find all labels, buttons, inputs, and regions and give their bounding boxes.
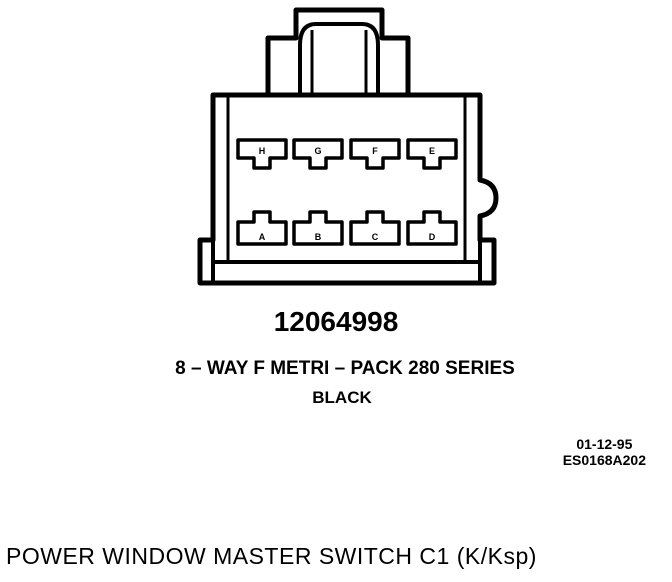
pin-label-d: D	[429, 232, 436, 242]
connector-latch	[265, 7, 411, 95]
pin-cavity-f	[349, 138, 401, 170]
connector-housing	[197, 92, 499, 286]
connector-series: 8 – WAY F METRI – PACK 280 SERIES	[175, 358, 515, 379]
pin-cavity-d	[406, 210, 458, 246]
pin-label-g: G	[314, 146, 321, 156]
connector-color: BLACK	[312, 388, 372, 407]
date-code-date: 01-12-95	[576, 436, 633, 452]
pin-cavity-c	[349, 210, 401, 246]
pin-label-a: A	[259, 232, 266, 242]
date-code: 01-12-95 ES0168A202	[563, 436, 646, 468]
part-number: 12064998	[273, 306, 399, 337]
pin-label-b: B	[315, 232, 322, 242]
date-code-ref: ES0168A202	[562, 452, 646, 468]
pin-label-e: E	[429, 146, 435, 156]
connector-diagram: H G F E A B C D	[197, 7, 499, 286]
pin-cavity-h	[236, 138, 288, 170]
pin-label-c: C	[372, 232, 379, 242]
pin-cavity-a	[236, 210, 288, 246]
pin-cavity-e	[406, 138, 458, 170]
pin-label-h: H	[259, 146, 266, 156]
pin-cavity-b	[292, 210, 344, 246]
pin-label-f: F	[372, 146, 378, 156]
pin-cavity-g	[292, 138, 344, 170]
diagram-caption: POWER WINDOW MASTER SWITCH C1 (K/Ksp)	[6, 543, 537, 569]
